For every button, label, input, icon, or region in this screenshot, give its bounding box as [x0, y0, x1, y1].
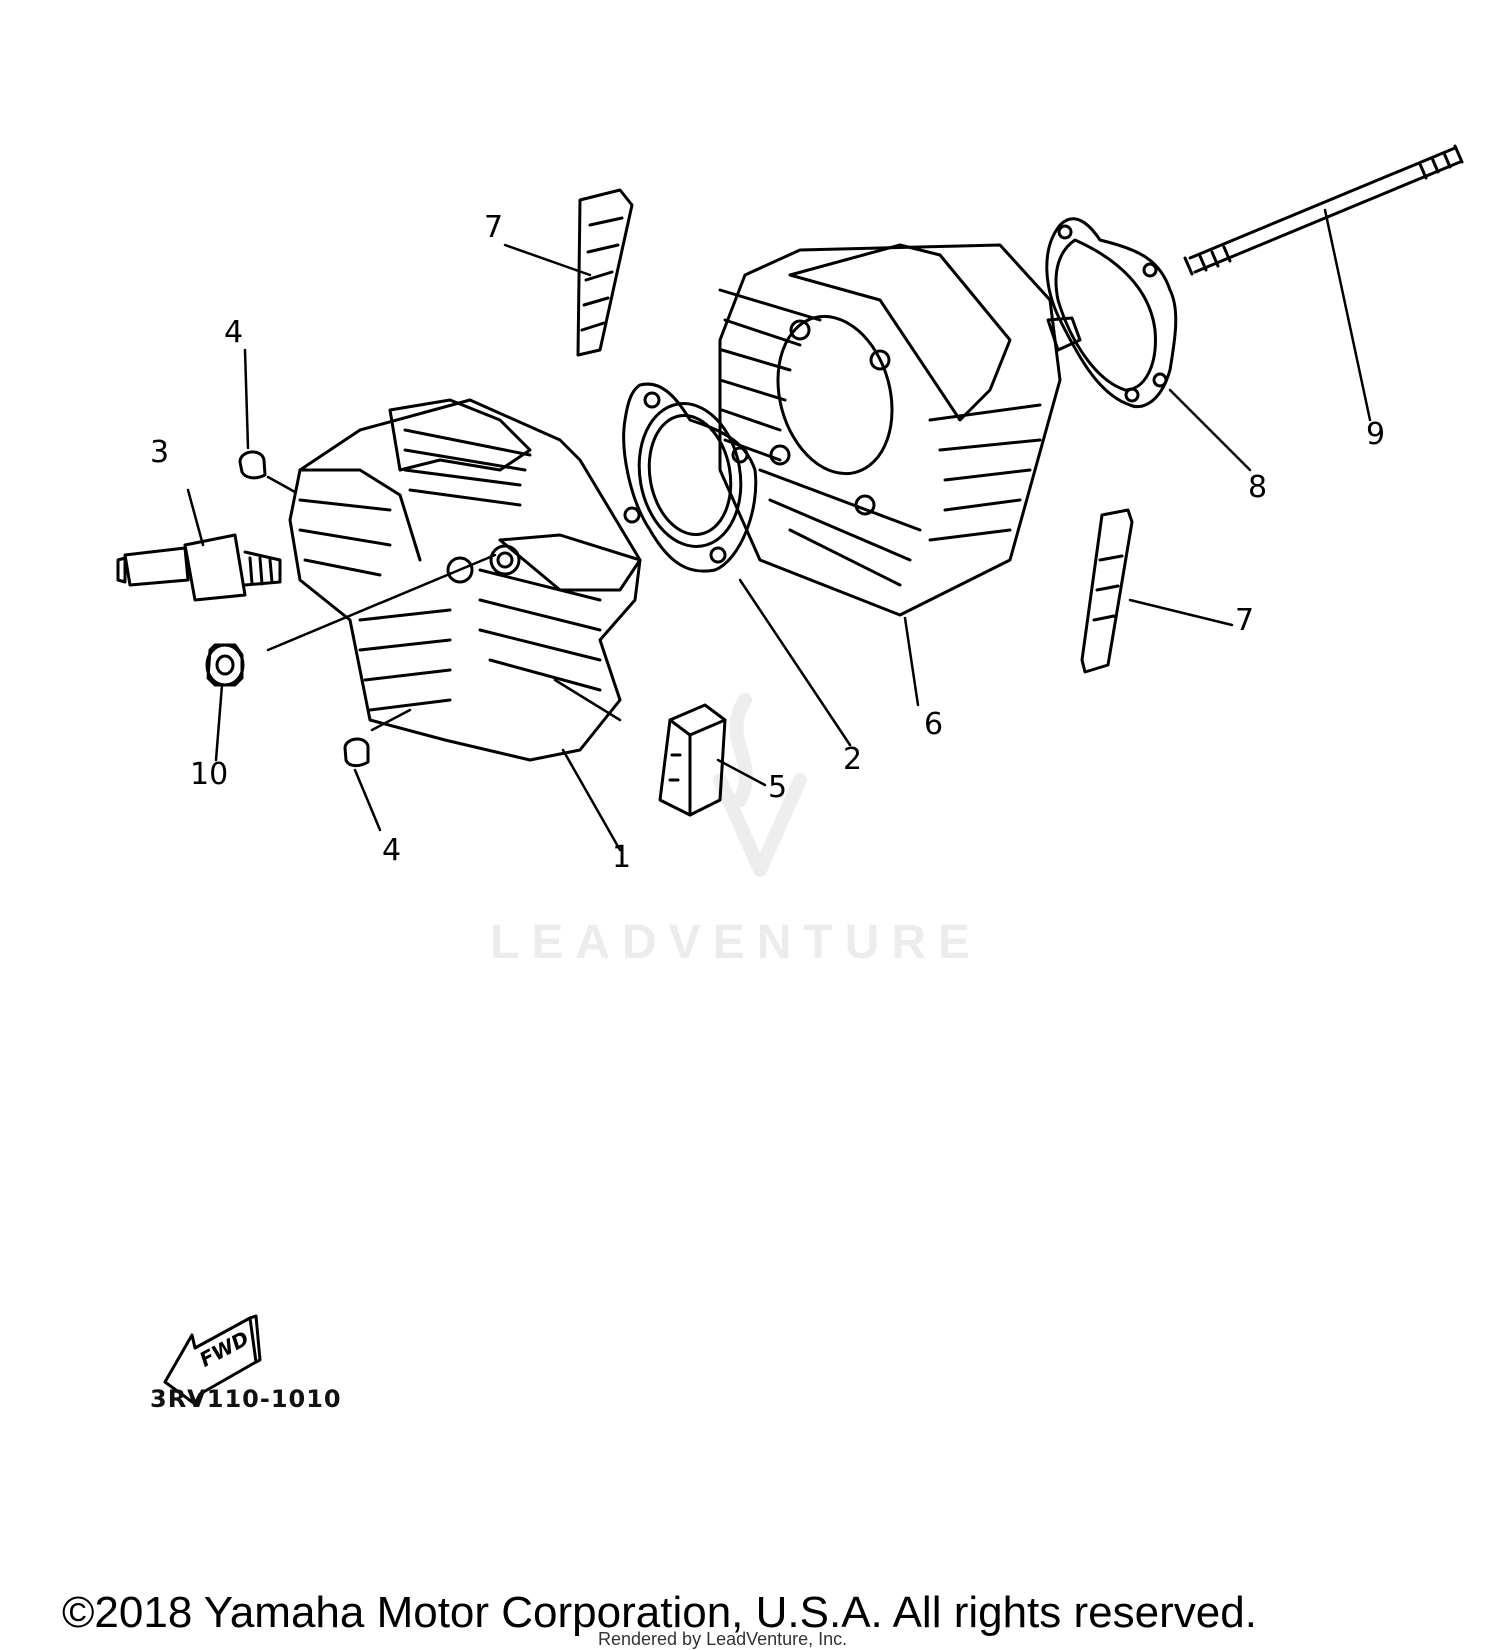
part-7-damper-right	[1080, 508, 1134, 674]
callout-4-bottom[interactable]: 4	[382, 833, 402, 868]
diagram-code: 3RV110-1010	[150, 1385, 342, 1413]
callout-4-top[interactable]: 4	[224, 315, 244, 350]
part-5-damper-block	[658, 703, 727, 817]
part-9-stud-bolt	[1183, 144, 1464, 276]
callout-3[interactable]: 3	[150, 435, 170, 470]
part-7-damper-top	[576, 188, 634, 357]
part-6-cylinder	[718, 243, 1082, 617]
callout-7-top[interactable]: 7	[484, 210, 504, 245]
callout-5[interactable]: 5	[768, 770, 788, 805]
part-4-cap-bottom	[343, 737, 370, 768]
copyright-notice: ©2018 Yamaha Motor Corporation, U.S.A. A…	[62, 1588, 1257, 1637]
callout-1[interactable]: 1	[612, 840, 632, 875]
part-1-cylinder-head	[288, 398, 642, 762]
callout-2[interactable]: 2	[843, 742, 863, 777]
callout-8[interactable]: 8	[1248, 470, 1268, 505]
watermark-logo-icon	[713, 693, 807, 877]
leader-lines	[186, 208, 1372, 852]
part-2-head-gasket	[622, 382, 758, 573]
part-4-cap-top	[238, 450, 267, 480]
callout-7-right[interactable]: 7	[1235, 603, 1255, 638]
watermark-text: LEADVENTURE	[490, 916, 983, 969]
rendered-by-notice: Rendered by LeadVenture, Inc.	[598, 1629, 848, 1649]
part-8-cylinder-gasket	[1045, 217, 1178, 409]
callout-10[interactable]: 10	[190, 757, 229, 792]
callout-9[interactable]: 9	[1366, 417, 1386, 452]
part-3-spark-plug	[116, 533, 282, 602]
part-10-nut	[205, 643, 245, 687]
callout-6[interactable]: 6	[924, 707, 944, 742]
fwd-arrow-icon	[163, 1314, 262, 1406]
